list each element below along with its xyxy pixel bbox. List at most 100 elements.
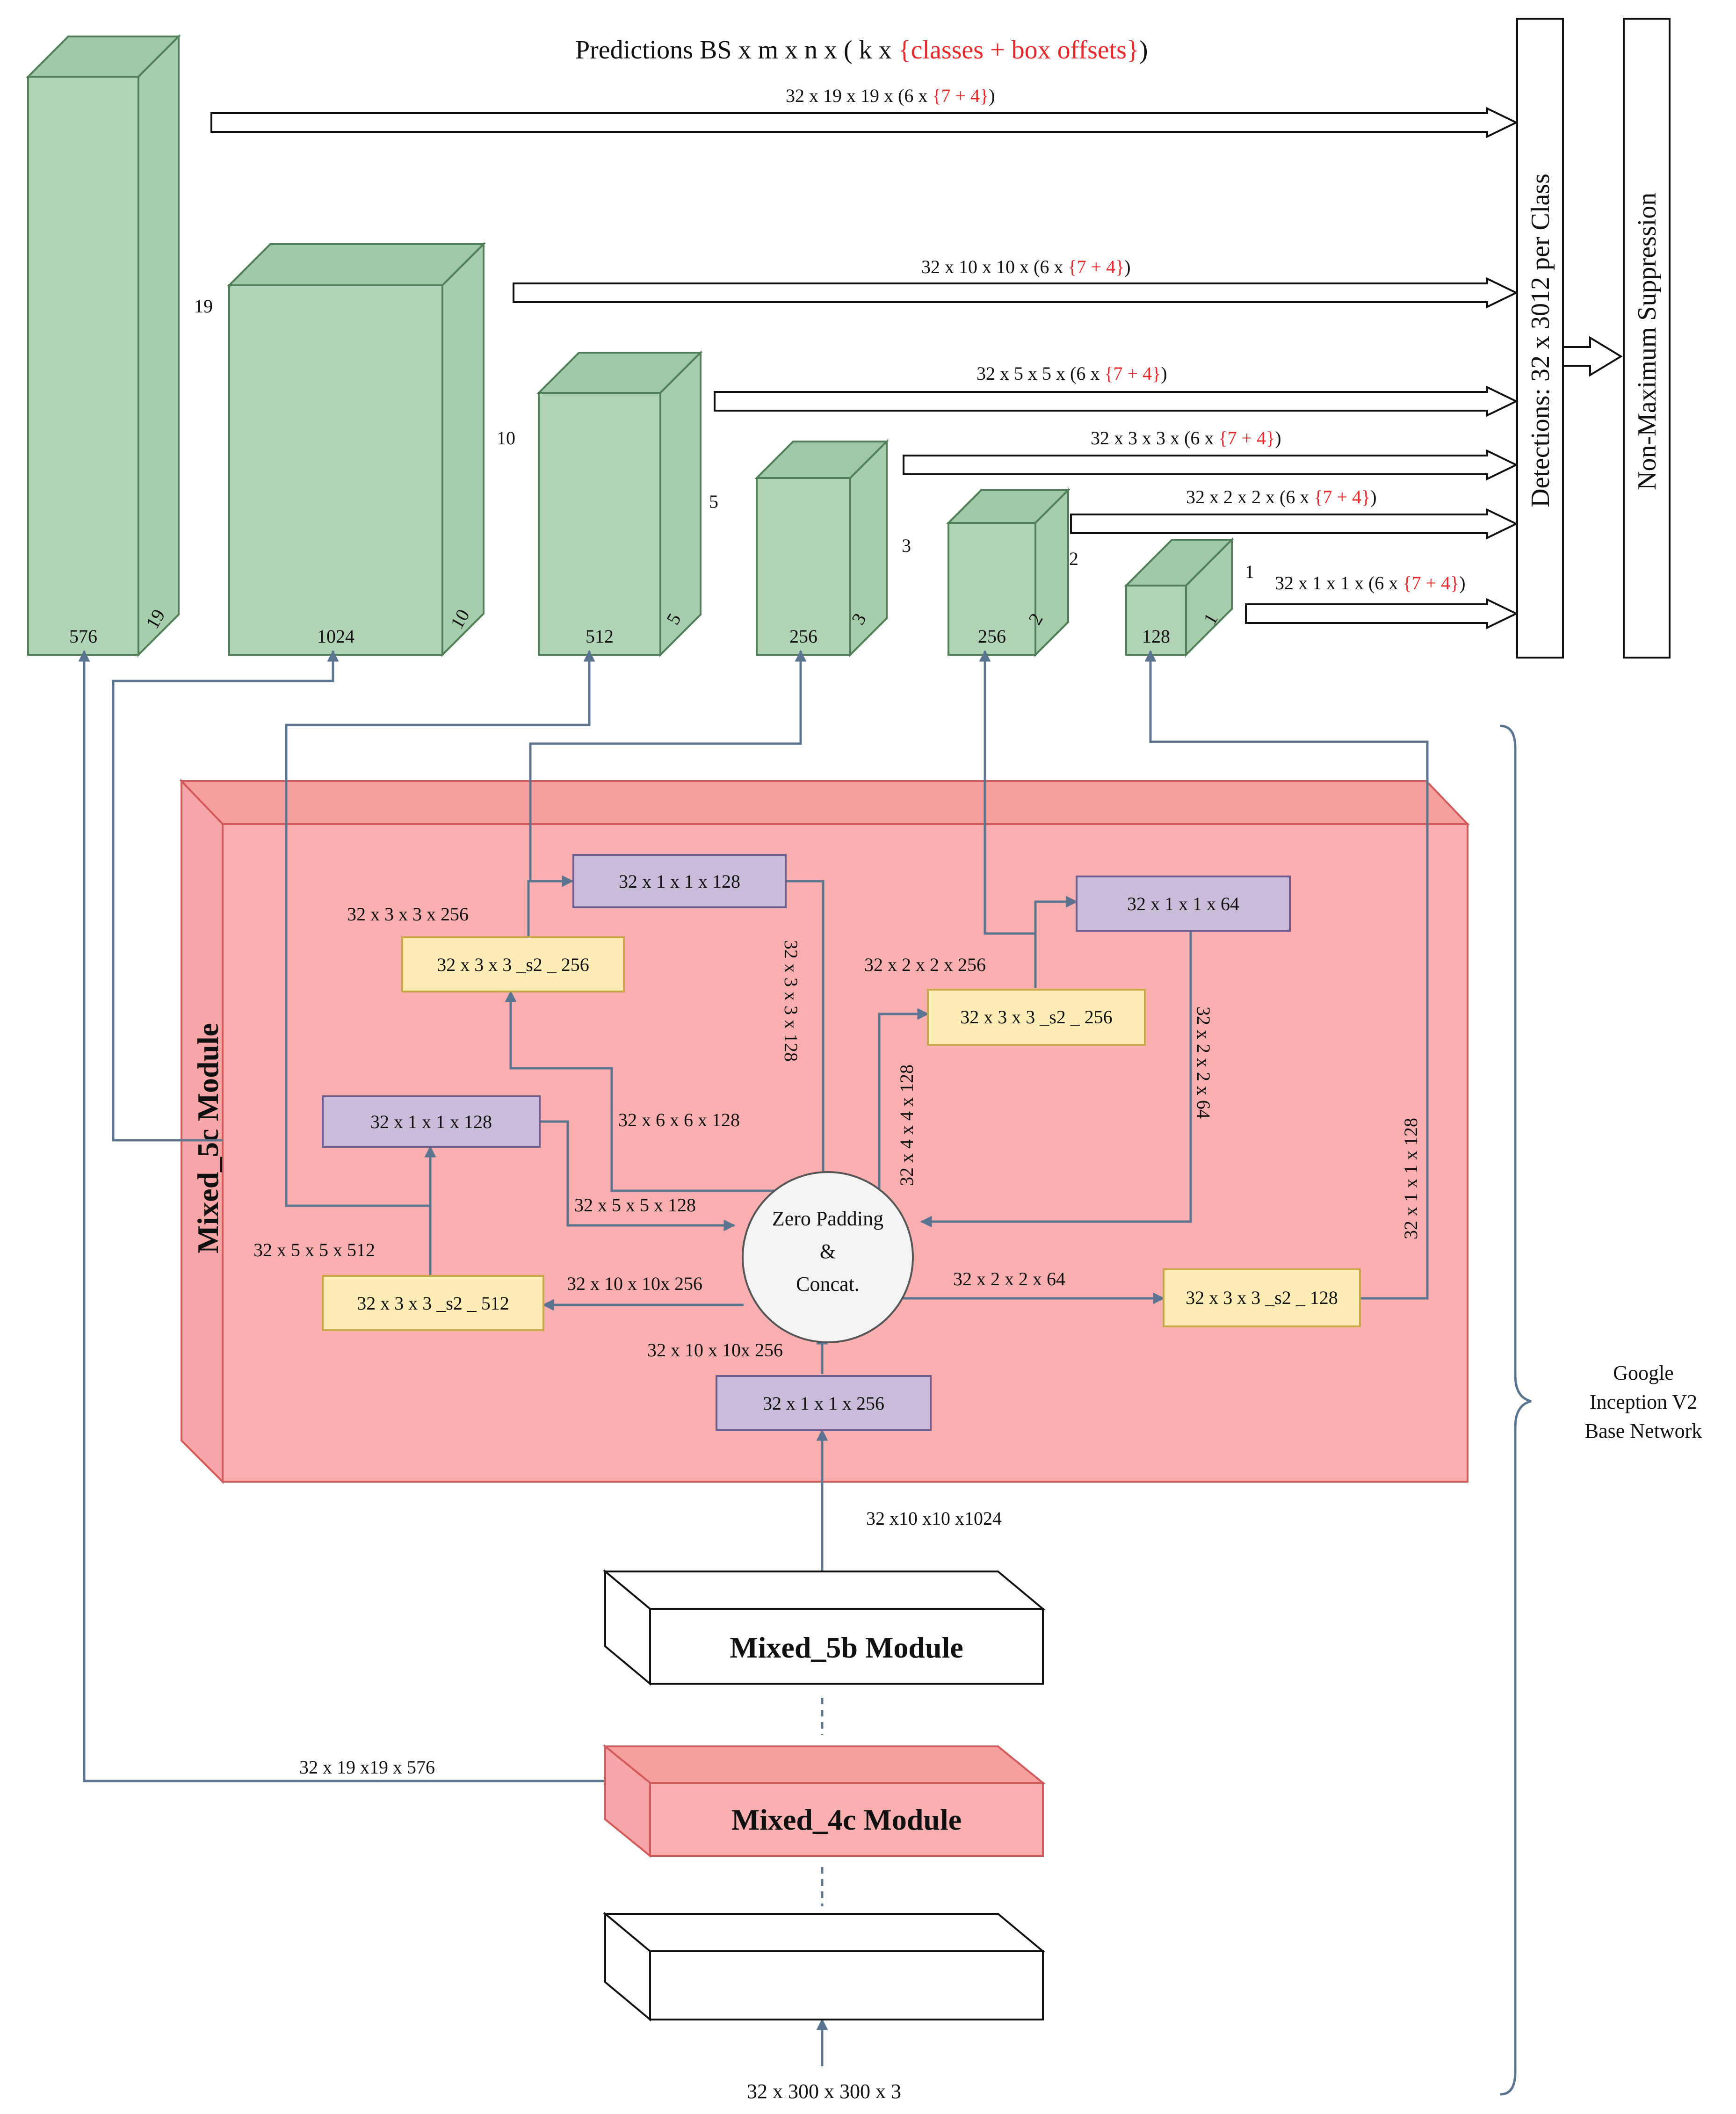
bottom-input-module	[602, 1911, 1046, 2022]
edge-label-2x2x64-horizontal: 32 x 2 x 2 x 64	[953, 1268, 1065, 1289]
feature-map-height: 19	[194, 296, 213, 317]
edge-label-5x5x512: 32 x 5 x 5 x 512	[253, 1239, 375, 1260]
feature-map-front-face	[538, 392, 661, 656]
edge-label-3x3x128: 32 x 3 x 3 x 128	[781, 940, 802, 1062]
prediction-arrow-3: 32 x 5 x 5 x (6 x {7 + 4})	[714, 363, 1519, 417]
purple-conv-box-right-label: 32 x 1 x 1 x 64	[1127, 893, 1239, 914]
prediction-arrow-shape	[903, 449, 1519, 481]
feature-map-height: 3	[902, 535, 911, 556]
predictions-header-prefix: Predictions BS x m x n x ( k x	[575, 36, 898, 65]
prediction-label-suffix: )	[1124, 256, 1130, 277]
prediction-arrow-shape	[1245, 598, 1519, 630]
predictions-header-highlight: {classes + box offsets}	[898, 36, 1139, 65]
prediction-label-highlight: {7 + 4}	[1314, 486, 1370, 507]
prediction-arrow-4: 32 x 3 x 3 x (6 x {7 + 4})	[903, 427, 1519, 481]
prediction-label-highlight: {7 + 4}	[1068, 256, 1124, 277]
prediction-arrow-2: 32 x 10 x 10 x (6 x {7 + 4})	[513, 256, 1519, 309]
prediction-arrow-shape	[1070, 508, 1519, 540]
prediction-label-suffix: )	[1459, 572, 1465, 594]
prediction-label-highlight: {7 + 4}	[1104, 363, 1161, 384]
detections-label: Detections: 32 x 3012 per Class	[1526, 174, 1555, 507]
feature-map-height: 1	[1245, 561, 1254, 582]
edge-label-2x2x64-vertical: 32 x 2 x 2 x 64	[1193, 1006, 1214, 1119]
prediction-label-prefix: 32 x 1 x 1 x (6 x	[1275, 572, 1403, 594]
prediction-label-prefix: 32 x 2 x 2 x (6 x	[1186, 486, 1314, 507]
prediction-arrow-1: 32 x 19 x 19 x (6 x {7 + 4})	[210, 85, 1519, 138]
skip-576-label: 32 x 19 x19 x 576	[299, 1757, 435, 1778]
detections-box	[1516, 18, 1564, 659]
prediction-label-prefix: 32 x 3 x 3 x (6 x	[1091, 427, 1218, 449]
feature-map-front-face	[1125, 585, 1187, 656]
feature-map-side-face	[441, 242, 485, 657]
purple-conv-box-top-label: 32 x 1 x 1 x 128	[619, 871, 740, 892]
feature-map-channels: 512	[586, 626, 614, 647]
feature-map-front-face	[948, 522, 1036, 656]
yellow-s2-box-512-label: 32 x 3 x 3 _s2 _ 512	[357, 1293, 509, 1314]
mixed4c-module: Mixed_4c Module	[602, 1744, 1046, 1858]
purple-conv-box-top: 32 x 1 x 1 x 128	[572, 854, 787, 908]
feature-map-channels: 256	[789, 626, 817, 647]
purple-conv-box-left: 32 x 1 x 1 x 128	[322, 1095, 541, 1148]
prediction-label-suffix: )	[1275, 427, 1281, 449]
base-network-brace	[1500, 724, 1532, 2096]
edge-label-4x4x128: 32 x 4 x 4 x 128	[896, 1064, 917, 1186]
mixed5c-title: Mixed_5c Module	[191, 1023, 224, 1253]
purple-conv-box-bottom: 32 x 1 x 1 x 256	[716, 1375, 932, 1431]
feature-map-front-face	[27, 76, 139, 656]
prediction-arrow-5: 32 x 2 x 2 x (6 x {7 + 4})	[1070, 486, 1519, 540]
predictions-header: Predictions BS x m x n x ( k x {classes …	[575, 36, 1148, 65]
feature-map-channels: 1024	[317, 626, 354, 647]
feature-map-front-face	[228, 284, 443, 656]
prediction-label-suffix: )	[1370, 486, 1376, 507]
prediction-label-highlight: {7 + 4}	[932, 85, 989, 106]
concat-line3: Concat.	[796, 1273, 860, 1296]
input-1024-label: 32 x10 x10 x1024	[866, 1508, 1002, 1529]
base-network-line3: Base Network	[1585, 1419, 1702, 1442]
edge-label-2x2x256: 32 x 2 x 2 x 256	[864, 954, 986, 975]
base-network-line2: Inception V2	[1590, 1390, 1697, 1413]
purple-conv-box-right: 32 x 1 x 1 x 64	[1076, 876, 1291, 932]
detections-to-nms-arrow	[1562, 336, 1623, 377]
edge-label-3x3x256: 32 x 3 x 3 x 256	[347, 904, 469, 925]
mixed5b-module: Mixed_5b Module	[602, 1569, 1046, 1686]
prediction-label-prefix: 32 x 19 x 19 x (6 x	[786, 85, 932, 106]
prediction-label: 32 x 3 x 3 x (6 x {7 + 4})	[1091, 427, 1281, 449]
edge-label-1x1x128: 32 x 1 x 1 x 128	[1400, 1118, 1421, 1239]
prediction-label: 32 x 19 x 19 x (6 x {7 + 4})	[786, 85, 995, 106]
concat-node: Zero Padding & Concat.	[742, 1171, 914, 1343]
feature-map-height: 10	[497, 427, 515, 449]
concat-line2: &	[820, 1240, 836, 1263]
yellow-s2-box-256-left-label: 32 x 3 x 3 _s2 _ 256	[437, 954, 589, 975]
edge-labels: 32 x 3 x 3 x 256 32 x 3 x 3 x 128 32 x 2…	[253, 904, 1421, 1361]
prediction-arrow-shape	[714, 385, 1519, 417]
prediction-arrow-shape	[210, 107, 1519, 138]
nms-label: Non-Maximum Suppression	[1633, 193, 1662, 490]
feature-map-side-face	[137, 34, 180, 657]
prediction-arrow-6: 32 x 1 x 1 x (6 x {7 + 4})	[1245, 572, 1519, 630]
feature-map-channels: 128	[1142, 626, 1170, 647]
input-label: 32 x 300 x 300 x 3	[747, 2080, 901, 2103]
mixed4c-label: Mixed_4c Module	[731, 1803, 962, 1836]
concat-circle	[742, 1171, 914, 1343]
yellow-s2-box-256-left: 32 x 3 x 3 _s2 _ 256	[401, 936, 625, 992]
mixed5c-top-face	[179, 780, 1470, 825]
yellow-s2-box-128: 32 x 3 x 3 _s2 _ 128	[1163, 1268, 1361, 1327]
edge-label-5x5x128: 32 x 5 x 5 x 128	[574, 1195, 696, 1216]
feature-map-channels: 576	[69, 626, 97, 647]
connections	[78, 650, 1429, 2066]
concat-line1: Zero Padding	[772, 1207, 883, 1230]
edge-label-10x10x256-a: 32 x 10 x 10x 256	[567, 1273, 702, 1294]
yellow-s2-box-512: 32 x 3 x 3 _s2 _ 512	[322, 1275, 544, 1331]
mixed5b-label: Mixed_5b Module	[730, 1631, 963, 1664]
yellow-s2-box-256-right-label: 32 x 3 x 3 _s2 _ 256	[960, 1006, 1113, 1028]
nms-box	[1623, 18, 1671, 659]
prediction-label: 32 x 10 x 10 x (6 x {7 + 4})	[921, 256, 1131, 277]
predictions-header-suffix: )	[1139, 36, 1148, 65]
